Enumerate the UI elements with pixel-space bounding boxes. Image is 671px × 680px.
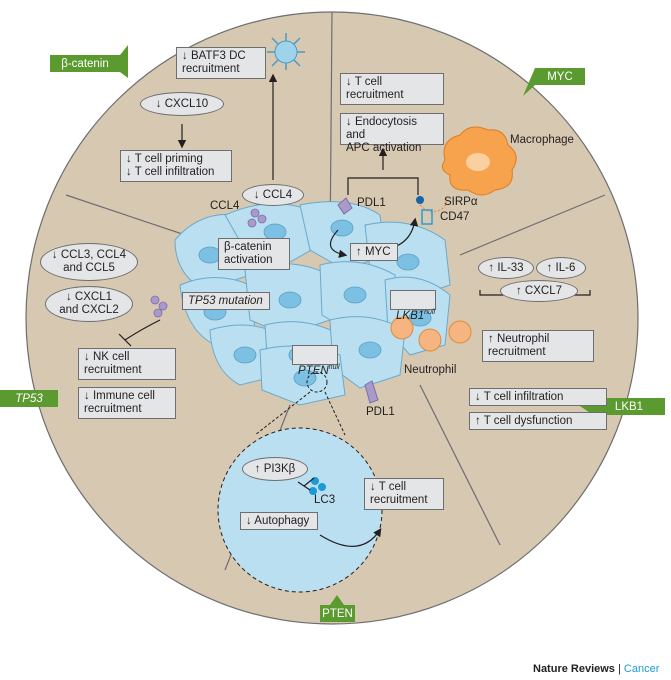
dendritic-cell-icon bbox=[267, 33, 305, 70]
ccl3-oval: ↓ CCL3, CCL4 and CCL5 bbox=[40, 243, 138, 281]
pten-null-text: PTEN bbox=[298, 364, 329, 377]
pdl1-receptor-lower bbox=[364, 380, 379, 404]
cxcl10-oval: ↓ CXCL10 bbox=[140, 92, 224, 116]
neutrophil-recruitment-box: ↑ Neutrophil recruitment bbox=[482, 330, 594, 362]
ccl4-label: CCL4 bbox=[210, 200, 240, 212]
pten-zoom-source bbox=[306, 371, 328, 393]
macrophage-label: Macrophage bbox=[510, 134, 574, 146]
pi3k-oval: ↑ PI3Kβ bbox=[242, 457, 308, 481]
myc-t-cell-recruitment-box: ↓ T cell recruitment bbox=[340, 73, 444, 105]
lc3-label: LC3 bbox=[314, 494, 336, 506]
batf3-box: ↓ BATF3 DC recruitment bbox=[176, 47, 266, 79]
lc3-molecules bbox=[309, 477, 326, 495]
flag-lkb1: LKB1 bbox=[614, 400, 644, 413]
lkb1-null-box: LKB1null bbox=[390, 290, 436, 322]
tp53-mutation-box: TP53 mutation bbox=[182, 292, 270, 310]
pten-cell-circle bbox=[217, 427, 383, 593]
immune-cell-box: ↓ Immune cell recruitment bbox=[78, 387, 176, 419]
flag-beta-catenin: β-catenin bbox=[61, 57, 109, 70]
autophagy-box: ↓ Autophagy bbox=[240, 512, 318, 530]
macrophage-nucleus bbox=[466, 153, 490, 171]
beta-catenin-activation-box: β-catenin activation bbox=[218, 238, 290, 270]
ccl4-molecules bbox=[150, 208, 267, 318]
il33-oval: ↑ IL-33 bbox=[478, 257, 534, 279]
sirpa-label: SIRPα bbox=[444, 196, 478, 208]
il6-oval: ↑ IL-6 bbox=[536, 257, 586, 279]
sirpa-cd47-complex bbox=[416, 195, 448, 225]
journal-credit: Nature Reviews | Cancer bbox=[533, 663, 659, 675]
endocytosis-box: ↓ Endocytosis and APC activation bbox=[340, 113, 444, 154]
myc-up-box: ↑ MYC bbox=[350, 243, 398, 261]
pdl1-label-lower: PDL1 bbox=[366, 406, 395, 418]
neutrophil-label: Neutrophil bbox=[404, 364, 457, 376]
lkb1-null-text: LKB1 bbox=[396, 309, 425, 322]
lkb1-t-cell-infiltration-box: ↓ T cell infiltration bbox=[469, 388, 607, 406]
flag-tp53: TP53 bbox=[15, 392, 43, 405]
pdl1-receptor bbox=[337, 197, 353, 215]
t-cell-priming-box: ↓ T cell priming ↓ T cell infiltration bbox=[120, 150, 232, 182]
pten-null-superscript: null bbox=[328, 364, 340, 371]
journal-name: Nature Reviews bbox=[533, 663, 615, 675]
flag-myc: MYC bbox=[547, 70, 573, 83]
cxcl7-oval: ↑ CXCL7 bbox=[500, 280, 578, 302]
pdl1-label-upper: PDL1 bbox=[357, 197, 386, 209]
t-cell-dysfunction-box: ↑ T cell dysfunction bbox=[469, 412, 607, 430]
nk-cell-box: ↓ NK cell recruitment bbox=[78, 348, 176, 380]
journal-section: Cancer bbox=[623, 663, 660, 675]
pten-t-cell-recruitment-box: ↓ T cell recruitment bbox=[364, 478, 444, 510]
credit-separator: | bbox=[614, 663, 624, 675]
flag-pten: PTEN bbox=[322, 607, 353, 620]
neutrophil-icons bbox=[390, 316, 472, 352]
ccl4-oval: ↓ CCL4 bbox=[242, 184, 304, 206]
lkb1-null-superscript: null bbox=[424, 309, 436, 316]
cxcl1-oval: ↓ CXCL1 and CXCL2 bbox=[45, 286, 133, 322]
pten-null-box: PTENnull bbox=[292, 345, 340, 377]
cd47-label: CD47 bbox=[440, 211, 470, 223]
